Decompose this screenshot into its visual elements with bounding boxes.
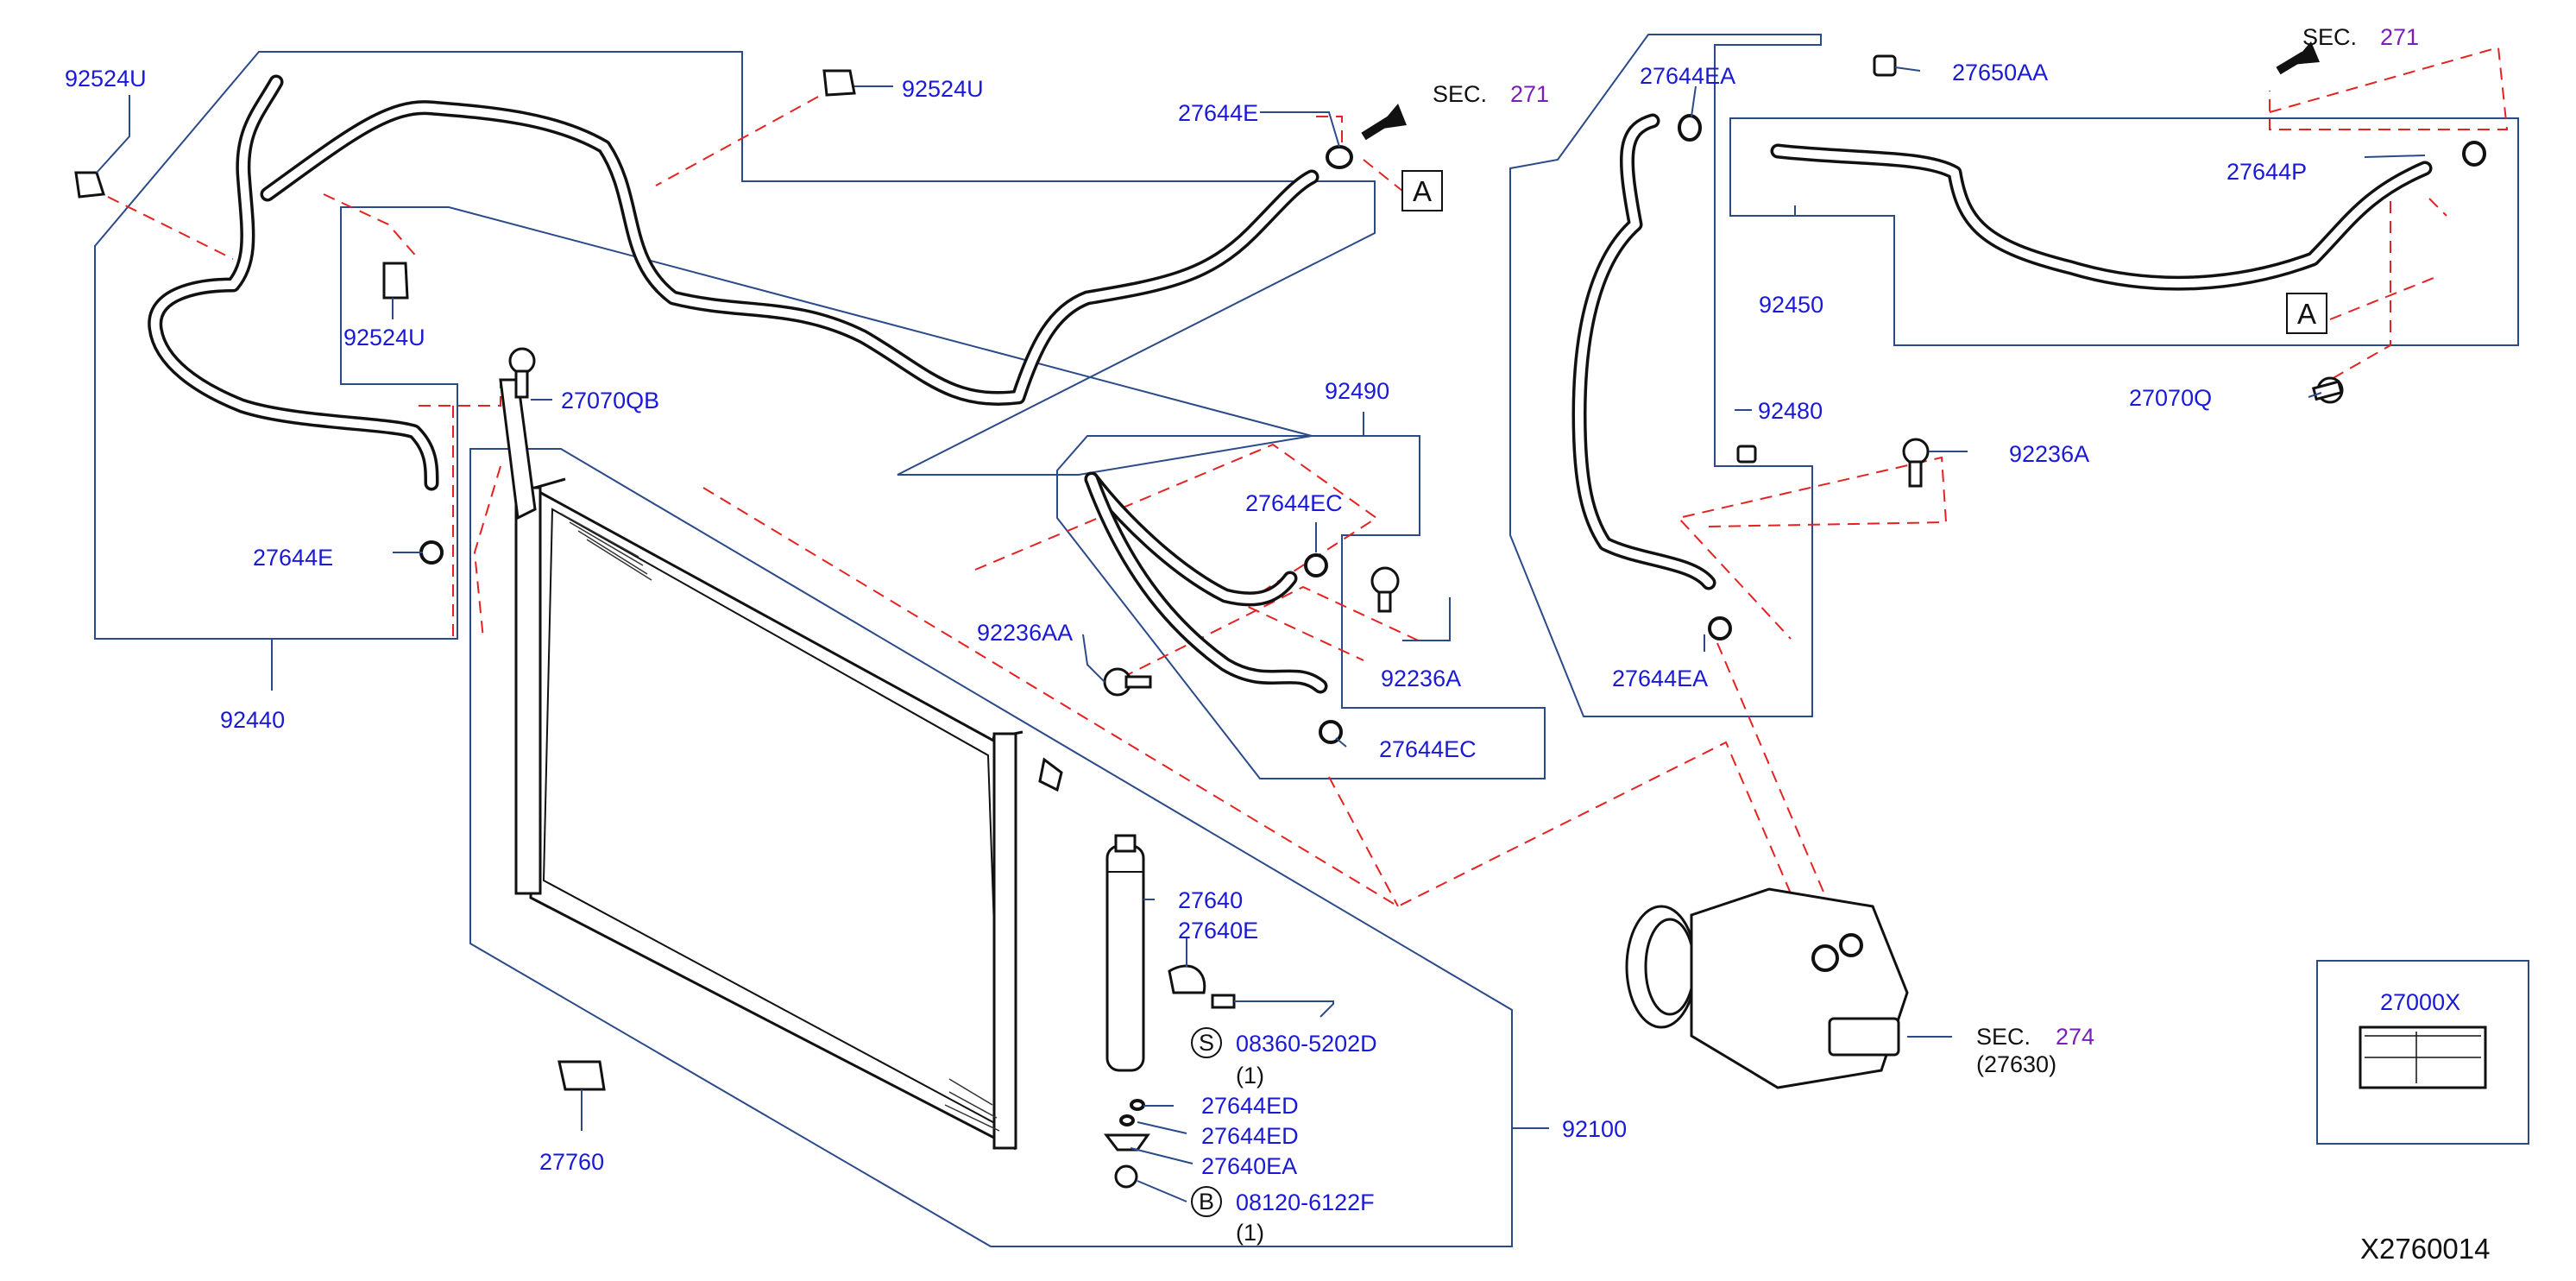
label-08360-5202d: 08360-5202D <box>1236 1031 1377 1057</box>
group-27000x-boundary <box>2316 960 2529 1145</box>
label-08120-qty: (1) <box>1236 1220 1264 1246</box>
label-92236a-right: 92236A <box>2009 441 2089 467</box>
label-27644e-upper: 27644E <box>1178 100 1258 126</box>
leader-lines <box>96 66 2426 1202</box>
o-ring-27644e-lower <box>419 540 444 565</box>
clip-92524u-mid <box>382 262 409 300</box>
label-92524u-mid: 92524U <box>343 325 425 350</box>
receiver-dryer-27640 <box>1105 834 1145 1072</box>
washer-27640ea <box>1103 1133 1150 1152</box>
label-92524u-left: 92524U <box>65 66 147 92</box>
ref-box-a-left <box>1401 170 1443 211</box>
pipe-92450 <box>1770 143 2433 291</box>
group-92100-boundary <box>469 448 1513 1247</box>
label-card-27000x <box>2359 1025 2487 1089</box>
marker-b: B <box>1199 1189 1214 1215</box>
diagram-id-code: X2760014 <box>2360 1233 2490 1265</box>
label-27644ea-lower: 27644EA <box>1612 666 1708 691</box>
label-27650aa: 27650AA <box>1952 60 2048 85</box>
group-92450-boundary <box>1729 117 2519 346</box>
label-27644ea-upper: 27644EA <box>1640 63 1735 89</box>
label-08120-6122f: 08120-6122F <box>1236 1190 1375 1215</box>
o-ring-27644p <box>2462 141 2486 167</box>
label-27644ed-upper: 27644ED <box>1201 1093 1299 1119</box>
condenser-fin-hatching <box>560 513 1000 1132</box>
clip-92524u-top <box>822 69 856 97</box>
label-27644ec-upper: 27644EC <box>1245 490 1343 516</box>
bolt-27070qb <box>508 347 536 399</box>
bolt-92236a <box>1370 566 1400 613</box>
label-92490: 92490 <box>1325 378 1389 404</box>
group-92490-boundary <box>1056 435 1546 779</box>
label-27640ea: 27640EA <box>1201 1153 1297 1179</box>
label-27070qb: 27070QB <box>561 388 659 413</box>
bolt-92236a-right <box>1902 438 1930 488</box>
label-27070q: 27070Q <box>2129 385 2212 411</box>
bolt-92236aa <box>1103 667 1152 697</box>
label-92236a-mid: 92236A <box>1381 666 1461 691</box>
group-92480-boundary <box>1509 34 1822 717</box>
sec-271-left: 271 <box>1510 81 1549 107</box>
sec-271-arrow-right <box>2276 41 2320 75</box>
label-92524u-top: 92524U <box>902 76 984 102</box>
o-ring-27644e-upper <box>1326 145 1353 169</box>
sec-word-left: SEC. <box>1433 81 1487 107</box>
sec-271-right: 271 <box>2380 24 2419 50</box>
label-27630: (27630) <box>1976 1051 2056 1077</box>
sec-word-right: SEC. <box>2302 24 2357 50</box>
label-27644p: 27644P <box>2226 159 2307 185</box>
sec-274: 274 <box>2056 1024 2094 1050</box>
nut-27650aa <box>1873 54 1897 77</box>
bracket-27640e <box>1168 964 1206 994</box>
pipe-92480 <box>1571 113 1716 590</box>
o-ring-27644ea-upper <box>1678 114 1702 142</box>
compressor <box>1625 887 1909 1089</box>
ref-a-right: A <box>2297 298 2316 330</box>
label-27644ed-lower: 27644ED <box>1201 1123 1299 1149</box>
ref-a-left: A <box>1413 175 1432 207</box>
label-08360-qty: (1) <box>1236 1063 1264 1089</box>
bolt-27070q <box>2311 376 2344 404</box>
o-ring-27644ed <box>1119 1099 1145 1126</box>
condenser-assembly <box>499 378 1063 1151</box>
ref-box-a-right <box>2286 293 2327 334</box>
label-92440: 92440 <box>220 707 285 733</box>
label-92450: 92450 <box>1759 292 1823 318</box>
o-ring-27644ec-lower <box>1319 720 1343 744</box>
group-92440-boundary <box>94 51 1376 640</box>
o-ring-27644ea-lower <box>1708 616 1732 640</box>
label-27644ec-lower: 27644EC <box>1379 736 1477 762</box>
clip-27760 <box>557 1060 606 1091</box>
label-92236aa: 92236AA <box>977 620 1073 646</box>
label-27000x: 27000X <box>2380 989 2460 1015</box>
marker-b-circle <box>1191 1186 1222 1217</box>
label-27640e: 27640E <box>1178 918 1258 943</box>
marker-s: S <box>1199 1030 1214 1056</box>
pipe-92440-upper <box>260 100 1319 406</box>
pipe-92440 <box>148 74 439 491</box>
clip-92524u-left <box>74 171 105 199</box>
o-ring-27644ec-upper <box>1304 553 1328 577</box>
label-27640: 27640 <box>1178 887 1243 913</box>
marker-s-circle <box>1191 1027 1222 1058</box>
label-27644e-lower: 27644E <box>253 545 333 571</box>
sec-word-compressor: SEC. <box>1976 1024 2031 1050</box>
screw-08360 <box>1211 994 1236 1009</box>
pipe-92490 <box>1084 471 1328 694</box>
assembly-guide-lines <box>107 46 2509 985</box>
sec-271-arrow-left <box>1361 104 1407 141</box>
label-27760: 27760 <box>539 1149 604 1175</box>
label-92100: 92100 <box>1562 1116 1627 1142</box>
label-92480: 92480 <box>1758 398 1823 424</box>
nut-92480 <box>1736 445 1757 464</box>
screw-08120 <box>1114 1164 1138 1189</box>
